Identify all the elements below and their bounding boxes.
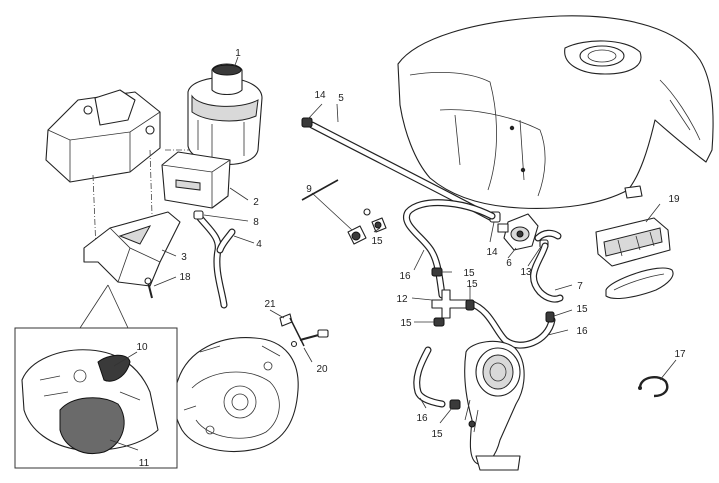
callout-16-b: 16 [576,326,588,337]
callout-13: 13 [520,267,532,278]
hose-16-upper [403,199,496,299]
callout-6: 6 [506,258,512,269]
throttle-body [464,340,525,471]
t-joint-12 [431,289,471,319]
leader-lines [109,56,677,451]
callout-12: 12 [396,294,408,305]
callout-14-b: 14 [486,247,498,258]
crankcase [173,337,299,452]
callout-18: 18 [179,272,191,283]
bracket-19 [595,217,674,299]
callout-8: 8 [253,217,259,228]
callout-15-a: 15 [371,236,383,247]
callout-9: 9 [306,184,312,195]
callout-19: 19 [668,194,680,205]
callout-16-c: 16 [416,413,428,424]
bolt-21 [279,313,305,347]
hose-16-right [466,299,556,349]
callout-20: 20 [316,364,328,375]
fuel-tank [397,15,714,209]
valve-6 [497,213,539,251]
callout-3: 3 [181,252,187,263]
callout-labels: 1 2 3 4 5 6 7 8 9 10 11 12 13 14 14 15 1… [136,48,686,469]
clip-17 [638,376,669,398]
hose-16-lower [413,346,446,408]
callout-17: 17 [674,349,686,360]
callout-14-a: 14 [314,90,326,101]
hose-7 [530,229,564,303]
callout-5: 5 [338,93,344,104]
fitting-9 [301,179,387,245]
callout-15-f: 15 [431,429,443,440]
callout-21: 21 [264,299,276,310]
callout-15-c: 15 [466,279,478,290]
canister-holder [161,151,231,209]
callout-11: 11 [139,458,150,469]
callout-4: 4 [256,239,262,250]
bolt-20 [290,329,329,348]
callout-2: 2 [253,197,259,208]
fitting-8 [193,210,204,220]
callout-15-e: 15 [576,304,588,315]
callout-7: 7 [577,281,583,292]
callout-16-a: 16 [399,271,411,282]
callout-1: 1 [235,48,241,59]
callout-15-b: 15 [463,268,475,279]
screw-18 [144,277,153,299]
canister-bracket [45,89,200,251]
bracket-cover [83,211,181,287]
clamps-15 [431,267,555,410]
hose-4 [196,214,236,309]
callout-10: 10 [136,342,148,353]
evap-canister [187,63,263,165]
detail-inset [14,284,178,469]
callout-15-d: 15 [400,318,412,329]
